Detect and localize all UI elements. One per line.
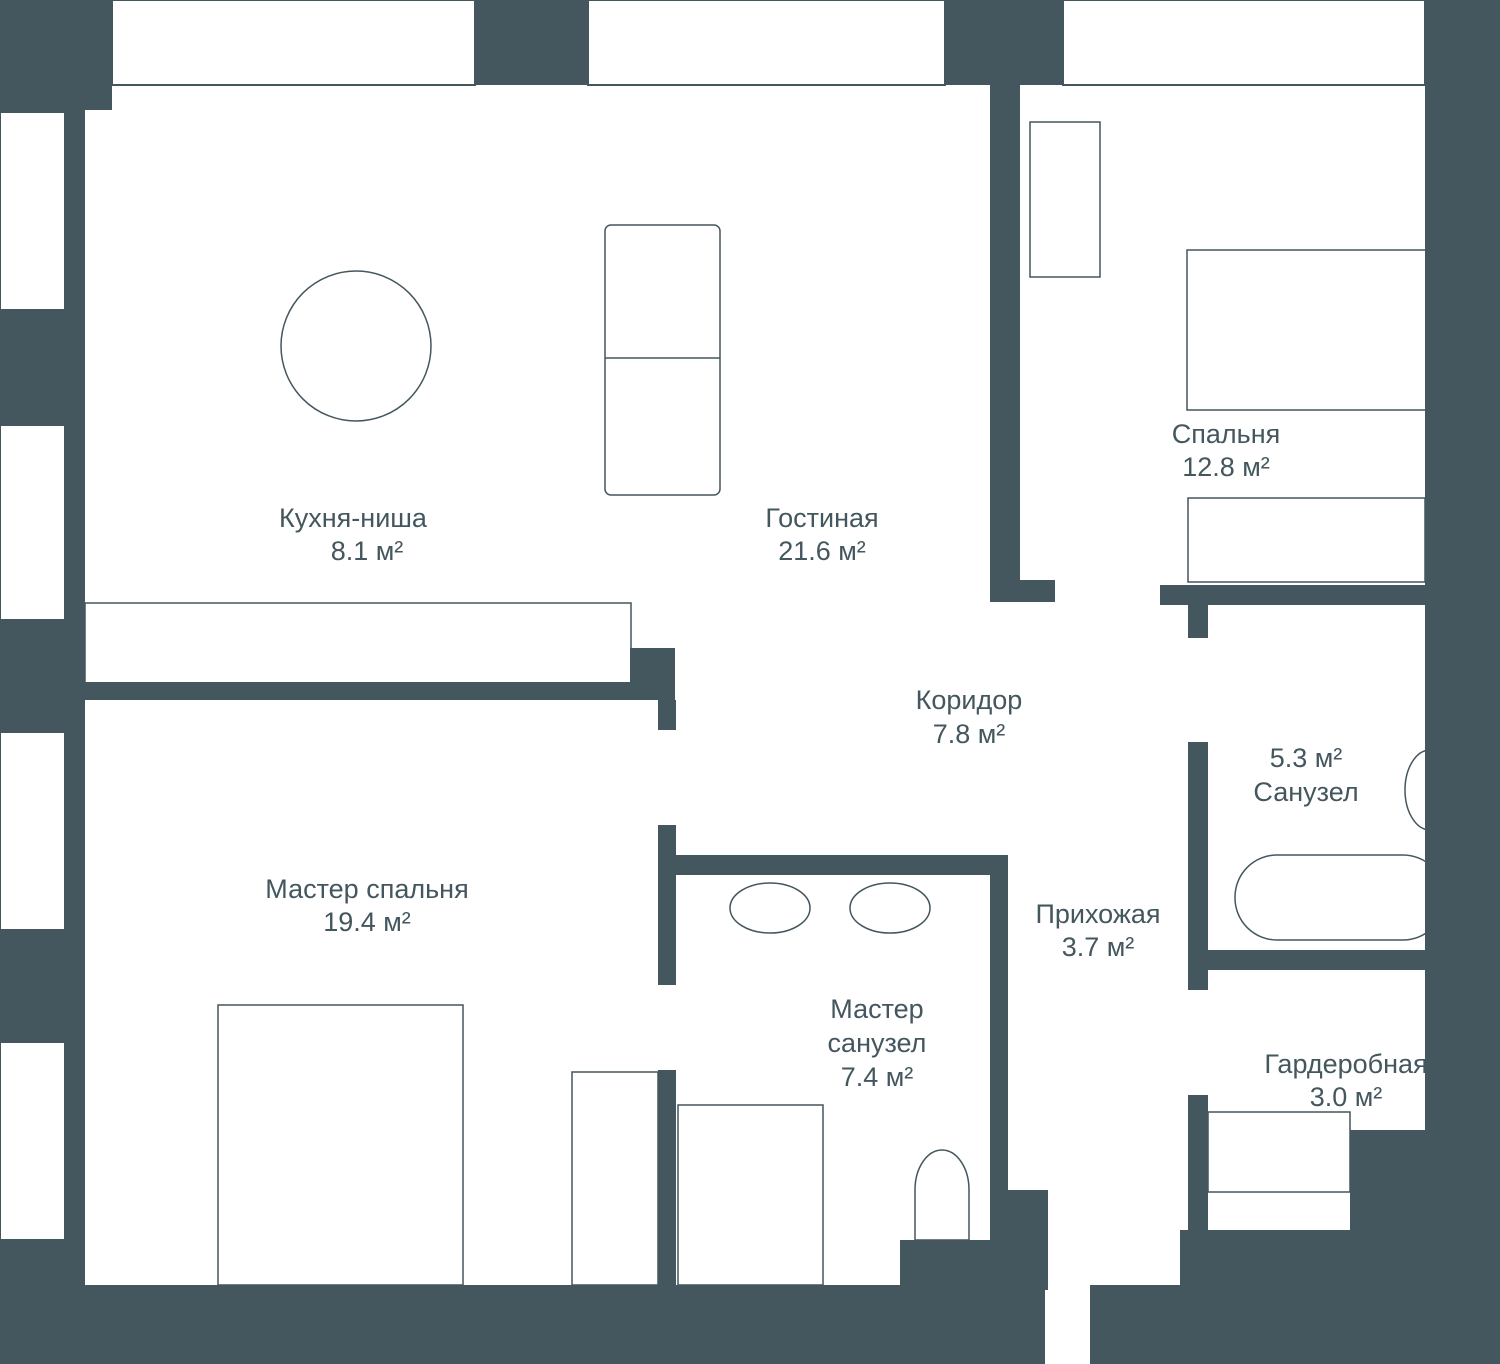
room-name: санузел <box>828 1028 927 1058</box>
bed <box>1186 249 1448 411</box>
room-area: 7.4 м² <box>841 1062 914 1092</box>
wardrobe <box>1187 497 1426 583</box>
sink-2 <box>849 882 931 934</box>
room-labels: Кухня-ниша 8.1 м² Гостиная 21.6 м² Спаль… <box>265 419 1427 1112</box>
room-area: 7.8 м² <box>933 719 1006 749</box>
room-name: Спальня <box>1172 419 1281 449</box>
shower <box>677 1104 824 1286</box>
room-name: Мастер <box>830 994 923 1024</box>
closet <box>571 1071 659 1286</box>
room-name: Прихожая <box>1035 899 1160 929</box>
room-area: 21.6 м² <box>778 536 866 566</box>
toilet <box>914 1149 970 1241</box>
windows <box>0 0 1426 1241</box>
room-name: Мастер спальня <box>265 874 468 904</box>
dining-table <box>280 270 432 422</box>
garderobe-rack <box>1207 1111 1351 1193</box>
room-name: Гостиная <box>765 503 878 533</box>
room-area: 3.0 м² <box>1310 1082 1383 1112</box>
room-name: Кухня-ниша <box>279 503 428 533</box>
sink <box>1404 749 1456 831</box>
bathtub <box>1234 854 1446 941</box>
desk <box>1029 121 1101 278</box>
room-area: 3.7 м² <box>1062 932 1135 962</box>
sofa <box>604 224 721 496</box>
room-name: Гардеробная <box>1264 1049 1427 1079</box>
room-area: 8.1 м² <box>331 536 404 566</box>
room-area: 5.3 м² <box>1270 743 1343 773</box>
room-name: Санузел <box>1253 777 1358 807</box>
kitchen-counter <box>84 602 632 684</box>
room-area: 19.4 м² <box>323 907 411 937</box>
room-name: Коридор <box>916 685 1023 715</box>
furniture <box>84 121 1456 1286</box>
room-area: 12.8 м² <box>1182 452 1270 482</box>
master-bed <box>217 1004 464 1286</box>
sink-1 <box>729 882 811 934</box>
